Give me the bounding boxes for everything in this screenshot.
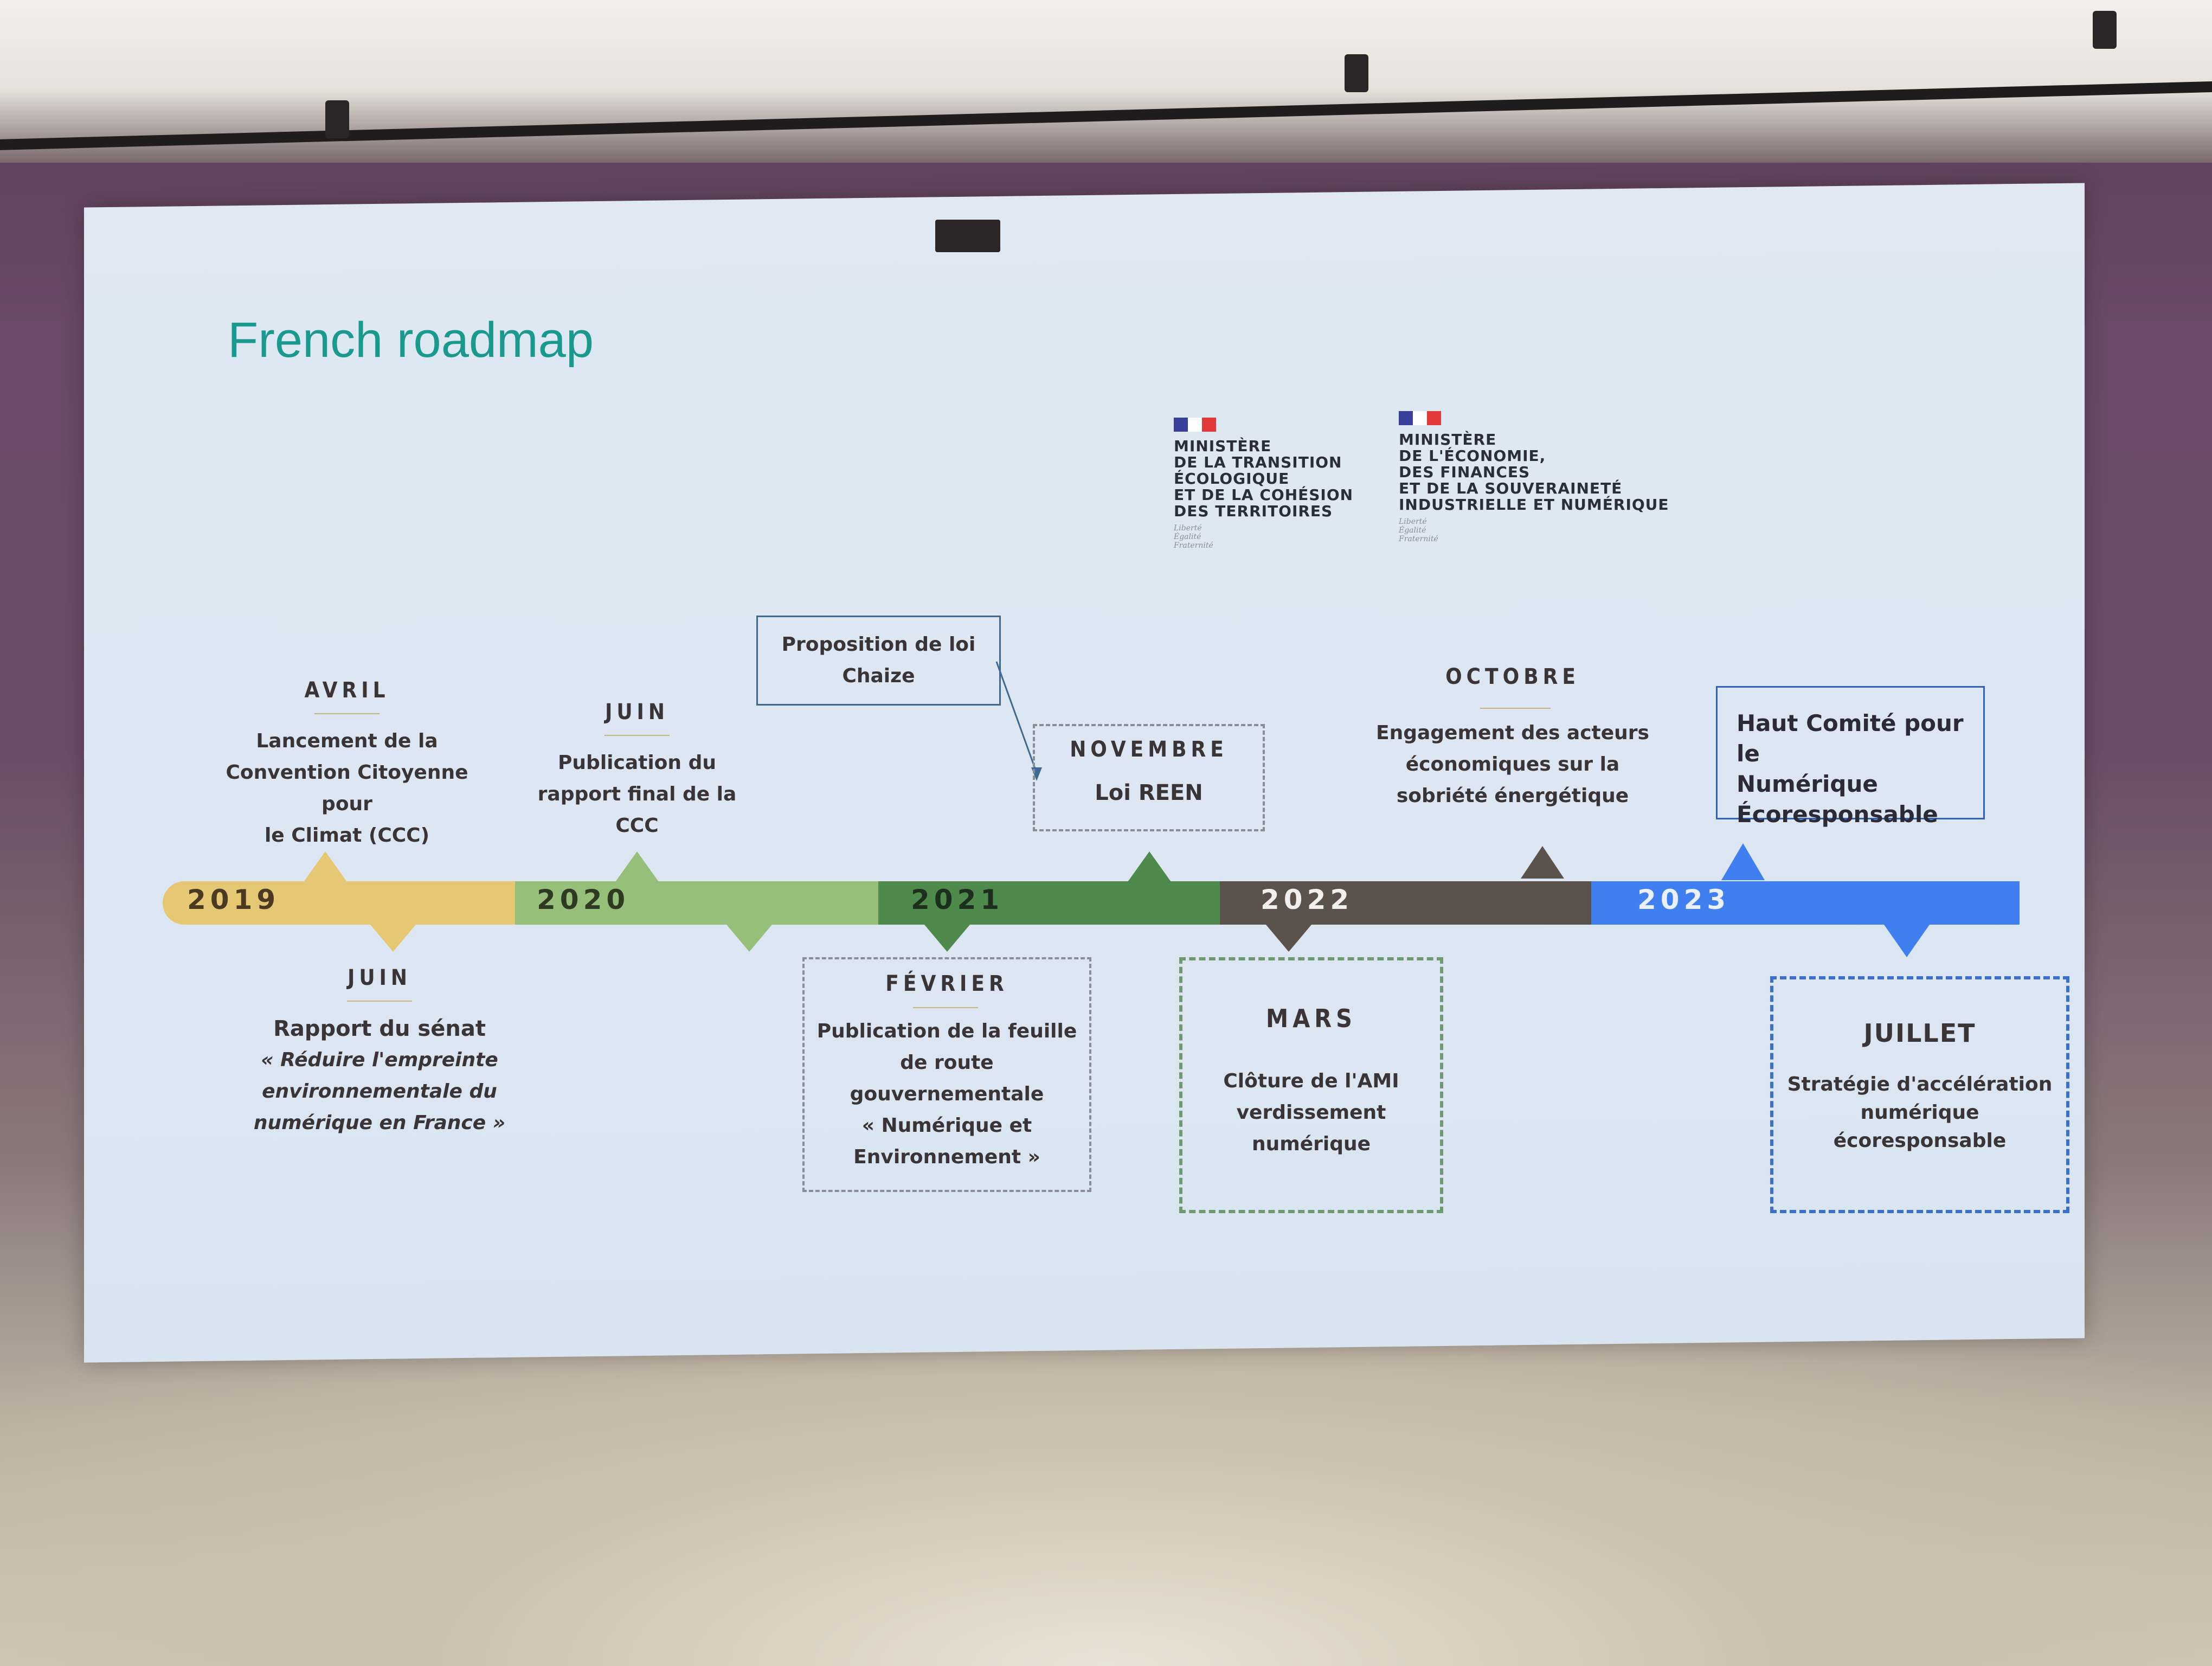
- year-label: 2019: [187, 884, 280, 915]
- event-line: CCC: [615, 815, 659, 837]
- divider: [913, 1007, 978, 1008]
- event-octobre-2022: OCTOBRE Engagement des acteurs économiqu…: [1372, 664, 1654, 812]
- event-line: Proposition de loi: [781, 633, 976, 656]
- motto-line: Égalité: [1174, 533, 1201, 541]
- logo-line: MINISTÈRE: [1174, 437, 1272, 455]
- logo-line: DES TERRITOIRES: [1174, 502, 1333, 520]
- motto-line: Liberté: [1399, 517, 1427, 526]
- year-label: 2020: [537, 884, 630, 915]
- logo-line: DES FINANCES: [1399, 463, 1531, 481]
- motto-line: Fraternité: [1399, 535, 1438, 543]
- event-month: FÉVRIER: [885, 971, 1008, 996]
- marker-up: [304, 851, 347, 882]
- timeline-segment-2019: [163, 881, 518, 925]
- motto-line: Fraternité: [1174, 541, 1213, 550]
- marker-down: [726, 925, 772, 952]
- ministry-logo-ecology: MINISTÈRE DE LA TRANSITION ÉCOLOGIQUE ET…: [1174, 418, 1353, 550]
- slide-title: French roadmap: [228, 312, 594, 368]
- logo-line: DE LA TRANSITION: [1174, 453, 1342, 471]
- event-month: MARS: [1266, 1004, 1356, 1033]
- event-line: économiques sur la: [1405, 753, 1620, 776]
- marker-up: [1721, 843, 1765, 880]
- event-mars-2022: MARS Clôture de l'AMI verdissement numér…: [1179, 957, 1443, 1213]
- logo-line: ÉCOLOGIQUE: [1174, 470, 1290, 488]
- event-line: de route gouvernementale: [850, 1052, 1044, 1105]
- year-label: 2023: [1637, 884, 1731, 915]
- event-line: « Numérique et: [861, 1114, 1032, 1137]
- divider: [605, 735, 670, 736]
- marker-up: [615, 851, 659, 882]
- logo-line: ET DE LA SOUVERAINETÉ: [1399, 479, 1623, 497]
- event-haut-comite: Haut Comité pour le Numérique Écorespons…: [1716, 686, 1985, 828]
- event-proposition-chaize: Proposition de loi Chaize: [756, 616, 1001, 706]
- rail-clamp: [1345, 54, 1368, 92]
- event-line: Convention Citoyenne pour: [226, 761, 468, 815]
- event-line: Numérique: [1737, 771, 1878, 797]
- motto-line: Liberté: [1174, 524, 1202, 533]
- event-line: Lancement de la: [256, 730, 438, 752]
- event-line: Écoresponsable: [1737, 801, 1938, 828]
- logo-line: INDUSTRIELLE ET NUMÉRIQUE: [1399, 496, 1669, 514]
- timeline-segment-2021: [878, 881, 1223, 925]
- event-line: numérique: [1860, 1101, 1979, 1124]
- event-month: OCTOBRE: [1445, 664, 1580, 689]
- divider: [347, 1001, 412, 1002]
- event-juillet-2023: JUILLET Stratégie d'accélération numériq…: [1770, 976, 2069, 1213]
- year-label: 2022: [1261, 884, 1354, 915]
- event-line: sobriété énergétique: [1396, 785, 1629, 807]
- flag-icon: [1399, 411, 1441, 425]
- event-line: Environnement »: [853, 1146, 1040, 1168]
- event-line: verdissement: [1236, 1101, 1386, 1124]
- screen-bracket: [935, 220, 1000, 252]
- marker-down: [924, 925, 970, 952]
- motto-line: Égalité: [1399, 526, 1426, 535]
- event-line: Publication du: [558, 752, 716, 774]
- event-fevrier-2021: FÉVRIER Publication de la feuille de rou…: [802, 957, 1091, 1192]
- logo-line: DE L'ÉCONOMIE,: [1399, 447, 1546, 465]
- event-line: numérique en France »: [253, 1112, 506, 1134]
- rail-clamp: [325, 100, 349, 138]
- divider: [314, 713, 380, 714]
- timeline-segment-2022: [1220, 881, 1594, 925]
- flag-icon: [1174, 418, 1216, 432]
- event-line: Stratégie d'accélération: [1787, 1073, 2053, 1095]
- event-month: JUIN: [347, 965, 412, 990]
- event-line: « Réduire l'empreinte: [261, 1049, 498, 1071]
- rail-clamp: [2093, 11, 2117, 49]
- event-line: Engagement des acteurs: [1376, 722, 1649, 744]
- timeline-segment-2020: [515, 881, 881, 925]
- marker-up: [1521, 846, 1564, 879]
- ministry-logo-economy: MINISTÈRE DE L'ÉCONOMIE, DES FINANCES ET…: [1399, 411, 1669, 543]
- event-avril-2019: AVRIL Lancement de la Convention Citoyen…: [206, 678, 488, 851]
- event-line: Haut Comité pour le: [1737, 710, 1964, 767]
- logo-line: ET DE LA COHÉSION: [1174, 486, 1354, 504]
- timeline-segment-2023: [1591, 881, 2020, 925]
- event-juin-2020: JUIN Publication du rapport final de la …: [529, 700, 745, 842]
- event-month: JUIN: [605, 700, 670, 725]
- marker-down: [1266, 925, 1311, 952]
- event-line: environnementale du: [262, 1080, 497, 1103]
- event-line: Chaize: [842, 665, 915, 687]
- event-line: Clôture de l'AMI: [1223, 1070, 1399, 1092]
- event-line: numérique: [1251, 1133, 1371, 1155]
- event-month: NOVEMBRE: [1070, 737, 1228, 762]
- event-novembre-2021: NOVEMBRE Loi REEN: [1033, 724, 1265, 831]
- marker-down: [370, 925, 416, 952]
- event-line: Loi REEN: [1095, 780, 1203, 805]
- year-label: 2021: [911, 884, 1004, 915]
- marker-down: [1884, 925, 1930, 957]
- event-juin-2019: JUIN Rapport du sénat « Réduire l'emprei…: [239, 965, 520, 1139]
- event-line: le Climat (CCC): [264, 824, 430, 847]
- event-line: Rapport du sénat: [273, 1016, 486, 1041]
- event-line: Publication de la feuille: [816, 1020, 1077, 1042]
- event-month: AVRIL: [304, 678, 390, 703]
- logo-line: MINISTÈRE: [1399, 431, 1497, 448]
- event-line: écoresponsable: [1833, 1130, 2007, 1152]
- event-line: rapport final de la: [537, 783, 737, 805]
- divider: [1480, 708, 1551, 709]
- marker-up: [1128, 851, 1171, 882]
- event-month: JUILLET: [1863, 1018, 1976, 1048]
- lower-wall: [0, 1302, 2212, 1666]
